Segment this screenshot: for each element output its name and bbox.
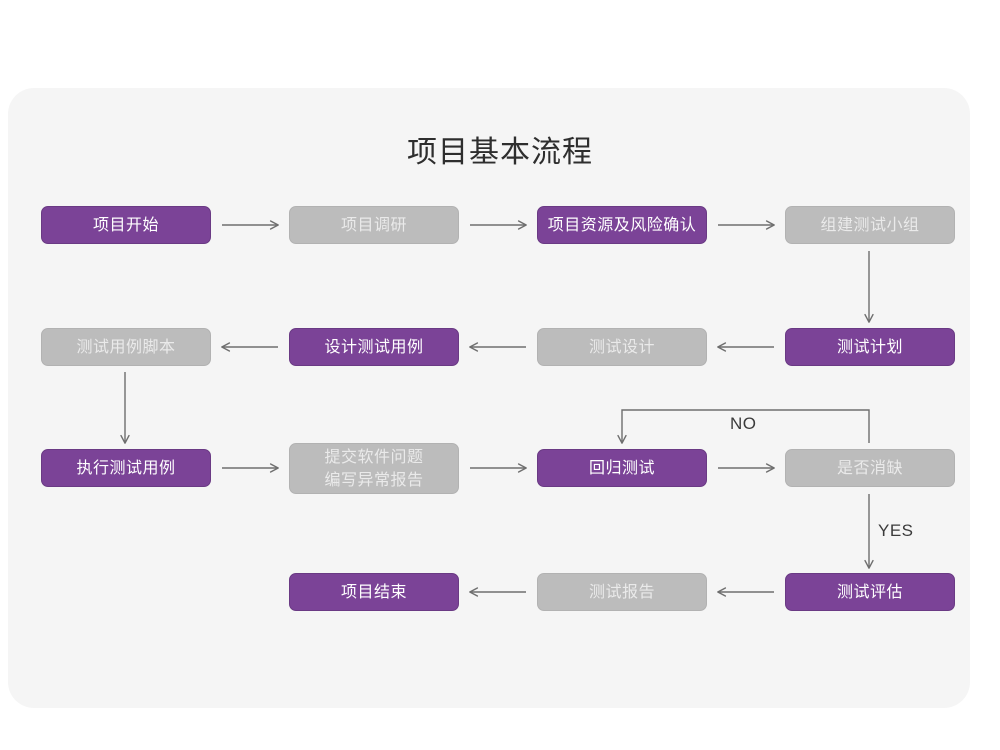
node-execute-test-case[interactable]: 执行测试用例 — [41, 449, 211, 487]
node-project-research[interactable]: 项目调研 — [289, 206, 459, 244]
diagram-panel — [8, 88, 970, 708]
edge-label-yes: YES — [878, 521, 914, 540]
node-test-design[interactable]: 测试设计 — [537, 328, 707, 366]
node-regression-test[interactable]: 回归测试 — [537, 449, 707, 487]
edge-label-no: NO — [730, 414, 757, 433]
node-submit-defect-report[interactable]: 提交软件问题 编写异常报告 — [289, 443, 459, 494]
node-test-report[interactable]: 测试报告 — [537, 573, 707, 611]
page-title: 项目基本流程 — [407, 136, 593, 169]
node-design-test-case[interactable]: 设计测试用例 — [289, 328, 459, 366]
node-project-start[interactable]: 项目开始 — [41, 206, 211, 244]
node-test-evaluation[interactable]: 测试评估 — [785, 573, 955, 611]
node-project-end[interactable]: 项目结束 — [289, 573, 459, 611]
node-defect-cleared[interactable]: 是否消缺 — [785, 449, 955, 487]
node-test-plan[interactable]: 测试计划 — [785, 328, 955, 366]
node-form-test-team[interactable]: 组建测试小组 — [785, 206, 955, 244]
node-test-case-script[interactable]: 测试用例脚本 — [41, 328, 211, 366]
node-resource-risk-confirm[interactable]: 项目资源及风险确认 — [537, 206, 707, 244]
